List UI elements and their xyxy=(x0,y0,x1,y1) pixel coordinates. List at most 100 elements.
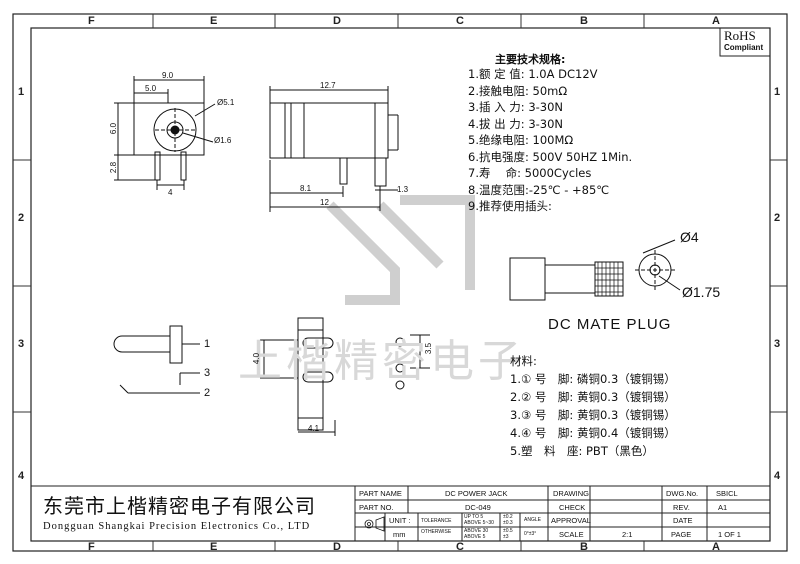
spec-item: 5.绝缘电阻: 100MΩ xyxy=(468,133,574,147)
dim-pin-pitch: 4 xyxy=(168,188,173,197)
title-block-grid xyxy=(31,485,770,541)
side-view xyxy=(269,86,399,212)
pin-label-3: 3 xyxy=(204,367,211,379)
zone-e-bottom: E xyxy=(210,541,218,553)
spec-item: 6.抗电强度: 500V 50HZ 1Min. xyxy=(468,149,633,164)
plug-drawing xyxy=(509,239,681,301)
zone-e-top: E xyxy=(210,15,218,27)
zone-a-top: A xyxy=(712,15,720,27)
tb-tol-value: ±0.2 xyxy=(503,514,513,520)
tb-rev-label: REV. xyxy=(673,503,690,512)
zone-b-top: B xyxy=(580,15,588,27)
dim-pin-offset: 8.1 xyxy=(300,184,312,193)
material-item: 5.塑 料 座: PBT（黑色） xyxy=(510,444,654,458)
tb-tol-row: ABOVE 5 xyxy=(464,534,486,540)
zone-3-left: 3 xyxy=(18,338,25,350)
zone-ticks xyxy=(13,14,787,551)
zone-4-left: 4 xyxy=(18,470,25,482)
projection-symbol xyxy=(364,516,385,532)
tb-approval-label: APPROVAL xyxy=(551,516,591,525)
zone-c-top: C xyxy=(456,15,464,27)
zone-d-bottom: D xyxy=(333,541,341,553)
tb-rev: A1 xyxy=(718,503,728,512)
tb-tol-value: ±0.5 xyxy=(503,528,513,534)
tb-drawing-label: DRAWING xyxy=(553,489,589,498)
tb-scale: 2:1 xyxy=(622,530,633,539)
zone-f-top: F xyxy=(88,15,95,27)
material-item: 4.④ 号 脚: 黄铜0.4（镀铜锡） xyxy=(510,426,676,440)
rohs-badge: RoHS Compliant xyxy=(724,28,764,54)
zone-1-right: 1 xyxy=(774,86,781,98)
watermark-text: 上楷精密电子 xyxy=(238,336,526,387)
materials-section: 材料: 1.① 号 脚: 磷铜0.3（镀铜锡） 2.② 号 脚: 黄铜0.3（镀… xyxy=(510,352,676,460)
tb-page-label: PAGE xyxy=(671,530,692,539)
tb-otherwise-label: OTHERWISE xyxy=(421,529,452,535)
dim-total: 12 xyxy=(320,198,329,207)
rohs-box xyxy=(719,27,771,57)
pin-label-1: 1 xyxy=(204,338,211,350)
dim-pin-width: 1.3 xyxy=(397,185,409,194)
zone-a-bottom: A xyxy=(712,541,720,553)
dim-pin-height: 2.8 xyxy=(109,161,119,174)
pcb-layout xyxy=(260,317,430,436)
spec-list: 1.额 定 值: 1.0A DC12V 2.接触电阻: 50mΩ 3.插 入 力… xyxy=(468,66,632,215)
pcb-dim-height: 4.0 xyxy=(252,352,262,365)
tb-tol-row: ABOVE 30 xyxy=(464,528,489,534)
outer-frame xyxy=(12,13,788,552)
tb-part-name: DC POWER JACK xyxy=(445,489,508,498)
zone-1-left: 1 xyxy=(18,86,25,98)
tb-part-name-label: PART NAME xyxy=(359,489,402,498)
tb-check-label: CHECK xyxy=(559,503,586,512)
zone-c-bottom: C xyxy=(456,541,464,553)
spec-item: 8.温度范围:-25℃ - +85℃ xyxy=(468,182,610,197)
pin-label-2: 2 xyxy=(204,387,211,399)
rohs-title: RoHS xyxy=(724,28,756,43)
dim-height: 6.0 xyxy=(109,122,119,135)
zone-2-left: 2 xyxy=(18,212,25,224)
material-item: 1.① 号 脚: 磷铜0.3（镀铜锡） xyxy=(510,372,676,386)
tb-date-label: DATE xyxy=(673,516,693,525)
rohs-compliant: Compliant xyxy=(724,43,764,52)
pcb-dim-width: 4.1 xyxy=(308,424,320,433)
inner-frame xyxy=(30,27,771,542)
zone-b-bottom: B xyxy=(580,541,588,553)
spec-item: 1.额 定 值: 1.0A DC12V xyxy=(468,67,598,81)
zone-2-right: 2 xyxy=(774,212,781,224)
zone-4-right: 4 xyxy=(774,470,781,482)
tb-part-no-label: PART NO. xyxy=(359,503,394,512)
spec-item: 2.接触电阻: 50mΩ xyxy=(468,83,568,98)
materials-title: 材料: xyxy=(510,354,537,368)
front-view xyxy=(114,76,216,190)
plug-dia-small: Ø1.75 xyxy=(682,284,721,300)
tb-tol-value: ±0.3 xyxy=(503,520,513,526)
tb-scale-label: SCALE xyxy=(559,530,584,539)
pin-schematic xyxy=(113,325,200,394)
plug-dia-large: Ø4 xyxy=(680,229,699,245)
zone-3-right: 3 xyxy=(774,338,781,350)
company-name-en: Dongguan Shangkai Precision Electronics … xyxy=(43,521,311,532)
material-item: 2.② 号 脚: 黄铜0.3（镀铜锡） xyxy=(510,390,676,404)
material-item: 3.③ 号 脚: 黄铜0.3（镀铜锡） xyxy=(510,408,676,422)
spec-title: 主要技术规格: xyxy=(495,53,566,66)
tb-unit: mm xyxy=(393,530,406,539)
tb-unit-label: UNIT : xyxy=(389,516,411,525)
spec-section: 主要技术规格: xyxy=(495,51,565,67)
company-name-cn: 东莞市上楷精密电子有限公司 xyxy=(43,494,316,518)
tb-tol-value: ±3 xyxy=(503,534,509,540)
tb-tol-row: UP TO 5 xyxy=(464,514,484,520)
spec-item: 4.拔 出 力: 3-30N xyxy=(468,116,564,131)
tb-dwg-label: DWG.No. xyxy=(666,489,699,498)
tb-tol-row: ABOVE 5~30 xyxy=(464,520,494,526)
dim-half: 5.0 xyxy=(145,84,157,93)
zone-f-bottom: F xyxy=(88,541,95,553)
watermark-logo xyxy=(326,195,475,305)
tb-page: 1 OF 1 xyxy=(718,530,741,539)
tb-angle-value: 0°±3° xyxy=(524,531,537,537)
tb-dwg: SBICL xyxy=(716,489,738,498)
tb-tolerance-label: TOLERANCE xyxy=(421,518,452,524)
spec-item: 9.推荐使用插头: xyxy=(468,199,552,213)
zone-d-top: D xyxy=(333,15,341,27)
dim-dia-outer: Ø5.1 xyxy=(217,98,235,107)
